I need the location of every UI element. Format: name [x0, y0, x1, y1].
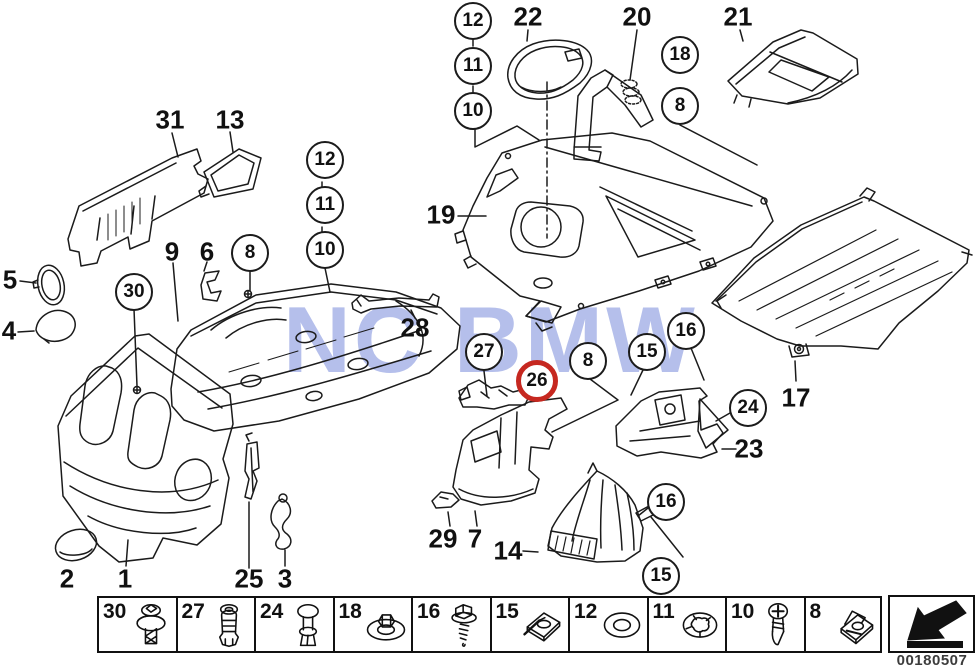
- part-20-support-bracket: [573, 69, 654, 162]
- leader-lines: [17, 29, 797, 569]
- callout-label-4: 4: [1, 315, 17, 346]
- part-number: 00180507: [896, 652, 968, 669]
- callout-label-5: 5: [2, 264, 18, 295]
- callout-circle-15: 15: [642, 557, 680, 595]
- part-1-front-panel: [57, 333, 234, 563]
- blind-rivet-icon: [296, 603, 319, 647]
- legend-cell-24: 24: [254, 596, 333, 653]
- callout-label-23: 23: [734, 433, 764, 464]
- legend-number: 27: [181, 600, 205, 623]
- callout-circle-30: 30: [115, 273, 153, 311]
- expansion-rivet-icon: [218, 603, 240, 648]
- callout-label-6: 6: [199, 236, 215, 267]
- legend-number: 15: [495, 600, 519, 623]
- part-21-air-duct: [727, 29, 859, 108]
- part-19-engine-shield: [454, 132, 774, 332]
- part-4-oval-cap: [35, 309, 76, 344]
- legend-number: 24: [260, 600, 284, 623]
- part-7-bracket: [452, 397, 568, 506]
- callout-circle-8: 8: [569, 342, 607, 380]
- legend-number: 16: [417, 600, 441, 623]
- part-28-bracket: [351, 293, 440, 314]
- part-13-cover-lid: [198, 148, 262, 198]
- legend-number: 10: [731, 600, 755, 623]
- direction-arrow-icon: [906, 600, 967, 648]
- callout-label-29: 29: [428, 523, 458, 554]
- callout-circle-16: 16: [647, 483, 685, 521]
- callout-circle-12: 12: [306, 141, 344, 179]
- callout-circle-10: 10: [454, 92, 492, 130]
- callout-label-3: 3: [277, 563, 293, 594]
- callout-label-2: 2: [59, 563, 75, 594]
- callout-circle-10: 10: [306, 231, 344, 269]
- legend-cell-30: 30: [97, 596, 176, 653]
- legend-number: 18: [338, 600, 362, 623]
- legend-number: 8: [809, 600, 822, 623]
- callout-label-28: 28: [400, 312, 430, 343]
- part-23-bracket: [615, 387, 729, 459]
- callout-circle-11: 11: [454, 47, 492, 85]
- legend-cell-16: 16: [411, 596, 490, 653]
- part-2-oval-cap: [54, 528, 98, 562]
- callout-circle-26-highlighted: 26: [516, 360, 558, 402]
- part-6-clip: [200, 270, 222, 302]
- lock-washer-icon: [682, 612, 718, 638]
- part-17-underfloor-panel: [711, 187, 973, 358]
- legend-number: 30: [103, 600, 127, 623]
- clip-nut-icon: [840, 610, 874, 645]
- legend-cell-18: 18: [332, 596, 411, 653]
- callout-label-17: 17: [781, 382, 811, 413]
- hex-flange-screw-icon: [450, 603, 477, 647]
- callout-circle-11: 11: [306, 186, 344, 224]
- callout-label-19: 19: [426, 199, 456, 230]
- callout-label-21: 21: [723, 1, 753, 32]
- phillips-screw-icon: [767, 603, 788, 646]
- callout-circle-18: 18: [661, 36, 699, 74]
- callout-label-9: 9: [164, 236, 180, 267]
- callout-circle-24: 24: [729, 389, 767, 427]
- legend-cell-27: 27: [175, 596, 254, 653]
- callout-label-7: 7: [467, 523, 483, 554]
- washer-cap-nut-icon: [366, 614, 406, 641]
- callout-circle-8: 8: [231, 234, 269, 272]
- part-14-wheel-arch-liner: [547, 462, 654, 563]
- speed-nut-clip-icon: [523, 612, 561, 642]
- part-25-strip: [244, 432, 260, 500]
- part-22-frame: [507, 39, 593, 100]
- part-5-clamp-ring: [32, 264, 66, 306]
- legend-cell-10: 10: [725, 596, 804, 653]
- callout-circle-15: 15: [628, 333, 666, 371]
- legend-number: 11: [652, 600, 675, 623]
- callout-circle-16: 16: [667, 312, 705, 350]
- callout-circle-12: 12: [454, 2, 492, 40]
- legend-cell-11: 11: [646, 596, 725, 653]
- callout-label-25: 25: [234, 563, 264, 594]
- part-29-clip: [431, 491, 460, 509]
- expansion-rivet-large-icon: [135, 603, 166, 645]
- callout-circle-8: 8: [661, 87, 699, 125]
- legend-cell-12: 12: [568, 596, 647, 653]
- legend-cell-8: 8: [803, 596, 882, 653]
- direction-arrow-cell: [888, 595, 975, 653]
- legend-number: 12: [574, 600, 598, 623]
- fastener-legend: 30 27 24 18 16 15 12 11 10 8: [97, 596, 882, 653]
- callout-label-22: 22: [513, 1, 543, 32]
- callout-label-13: 13: [215, 104, 245, 135]
- callout-label-1: 1: [117, 563, 133, 594]
- callout-label-14: 14: [493, 535, 523, 566]
- callout-label-31: 31: [155, 104, 185, 135]
- washer-icon: [603, 612, 640, 638]
- callout-circle-27: 27: [465, 333, 503, 371]
- part-center-splash-shield: [170, 283, 461, 432]
- callout-label-20: 20: [622, 1, 652, 32]
- part-31-side-panel: [67, 148, 209, 267]
- legend-cell-15: 15: [489, 596, 568, 653]
- part-3-hook-strap: [270, 493, 292, 550]
